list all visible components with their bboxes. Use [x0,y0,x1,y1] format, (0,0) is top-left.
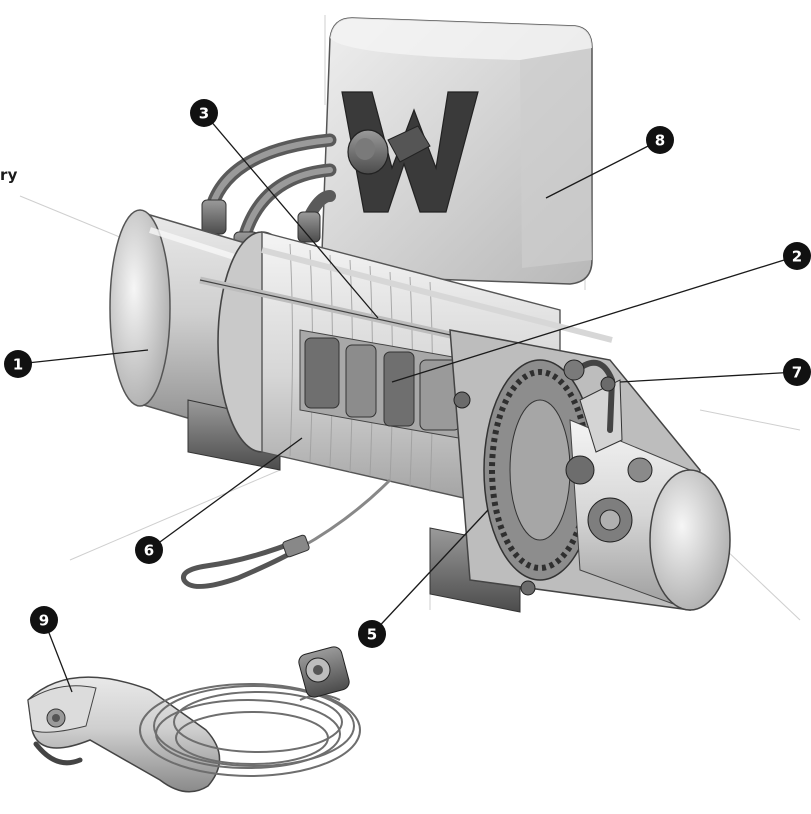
callout-marker-2 [783,242,811,270]
remote-connector-plug [298,646,350,698]
callout-number-1: 1 [13,356,23,374]
callout-leader-2 [391,255,798,383]
callout-marker-3 [190,99,218,127]
callout-leader-5 [371,509,489,635]
power-cables [205,133,337,245]
remote-cable-coil [139,683,361,777]
callout-leader-3 [203,112,379,319]
control-box [321,17,593,285]
callout-number-2: 2 [792,248,802,266]
cropped-label-text: ry [0,166,18,184]
callout-marker-5 [358,620,386,648]
callout-leader-1 [17,349,149,365]
callout-number-7: 7 [792,364,802,382]
callout-marker-9 [30,606,58,634]
callout-markers: 1 2 3 5 6 7 8 9 [4,99,811,693]
callout-number-5: 5 [367,626,377,644]
callout-number-3: 3 [199,105,209,123]
callout-marker-7 [783,358,811,386]
callout-leader-8 [545,139,661,199]
callout-marker-1 [4,350,32,378]
callout-leader-7 [619,371,798,383]
wire-rope-loop [181,478,392,589]
callout-number-6: 6 [144,542,154,560]
callout-leader-6 [148,437,303,551]
callout-marker-6 [135,536,163,564]
callout-number-8: 8 [655,132,665,150]
callout-number-9: 9 [39,612,49,630]
callout-marker-8 [646,126,674,154]
gearbox-housing [449,329,731,611]
